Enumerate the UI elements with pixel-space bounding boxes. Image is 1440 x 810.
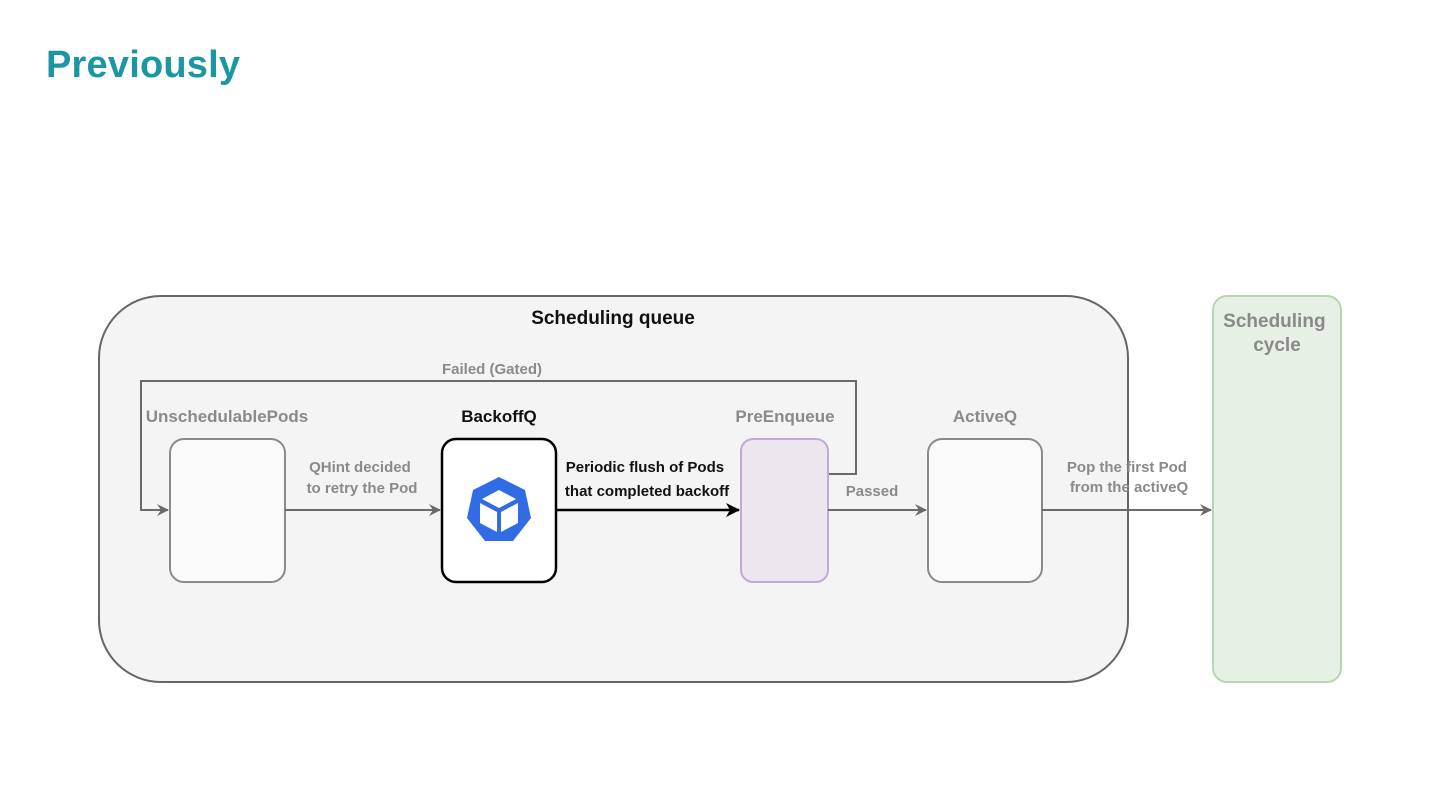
- scheduling-cycle-label: Scheduling cycle: [1223, 311, 1331, 356]
- scheduling-queue-title: Scheduling queue: [531, 308, 695, 329]
- qhint-line-1: QHint decided: [309, 459, 411, 476]
- pop-line-2: from the activeQ: [1070, 479, 1189, 496]
- activeq-label: ActiveQ: [953, 407, 1017, 426]
- unschedulable-pods-box: [169, 438, 286, 583]
- activeq-box: [927, 438, 1043, 583]
- qhint-line-2: to retry the Pod: [307, 480, 418, 497]
- failed-gated-edge: [140, 380, 857, 516]
- scheduling-cycle-line-2: cycle: [1253, 335, 1301, 356]
- failed-gated-label: Failed (Gated): [442, 361, 542, 378]
- preenqueue-label: PreEnqueue: [735, 407, 834, 426]
- slide-title: Previously: [46, 44, 241, 86]
- preenqueue-box: [740, 438, 829, 583]
- qhint-label: QHint decided to retry the Pod: [307, 459, 418, 497]
- scheduling-cycle-line-1: Scheduling: [1223, 311, 1325, 332]
- unschedulable-pods-label: UnschedulablePods: [146, 407, 308, 426]
- pop-line-1: Pop the first Pod: [1067, 459, 1187, 476]
- backoffq-label: BackoffQ: [461, 407, 537, 426]
- periodic-flush-label: Periodic flush of Pods that completed ba…: [565, 459, 730, 500]
- kubernetes-cube-icon: [467, 477, 531, 541]
- periodic-flush-line-1: Periodic flush of Pods: [566, 459, 724, 476]
- periodic-flush-line-2: that completed backoff: [565, 483, 730, 500]
- pop-label: Pop the first Pod from the activeQ: [1067, 459, 1191, 496]
- scheduling-queue-container: [98, 295, 1129, 683]
- passed-label: Passed: [846, 483, 899, 500]
- scheduling-cycle-panel: [1212, 295, 1342, 683]
